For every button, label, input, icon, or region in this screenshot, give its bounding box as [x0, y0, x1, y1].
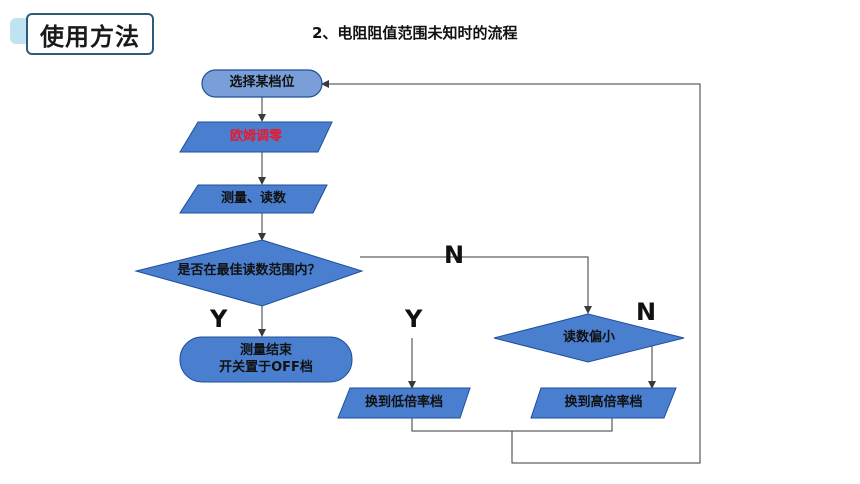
node-lower: [337, 387, 471, 419]
edge-label-small-no: N: [636, 298, 657, 326]
edge-label-small-yes: Y: [405, 305, 423, 333]
node-zero: [179, 121, 333, 153]
flowchart-heading: 2、电阻阻值范围未知时的流程: [312, 24, 518, 42]
node-toosmall: [493, 313, 685, 363]
toosmall-label: 读数偏小: [562, 329, 615, 345]
node-check: [134, 239, 364, 307]
edge-check-toosmall: [360, 256, 592, 314]
lower-label: 换到低倍率档: [364, 394, 443, 410]
zero-label: 欧姆调零: [229, 128, 282, 144]
higher-label: 换到高倍率档: [564, 394, 643, 410]
measure-label: 测量、读数: [220, 190, 286, 206]
node-measure: [179, 184, 328, 214]
node-start: [201, 69, 323, 98]
end-label-line2: 开关置于OFF档: [219, 359, 313, 375]
page-title: 使用方法: [26, 13, 154, 55]
edge-loop-back: [321, 80, 701, 464]
start-label: 选择某档位: [229, 75, 295, 91]
edge-label-check-no: N: [444, 241, 465, 269]
check-label: 是否在最佳读数范围内？: [177, 262, 321, 278]
node-higher: [530, 387, 677, 419]
end-label-line1: 测量结束: [239, 343, 292, 359]
edge-lower-merge: [411, 418, 613, 432]
end-label: 测量结束 开关置于OFF档: [180, 339, 352, 380]
node-end: [179, 336, 353, 383]
edge-label-check-yes: Y: [210, 305, 228, 333]
